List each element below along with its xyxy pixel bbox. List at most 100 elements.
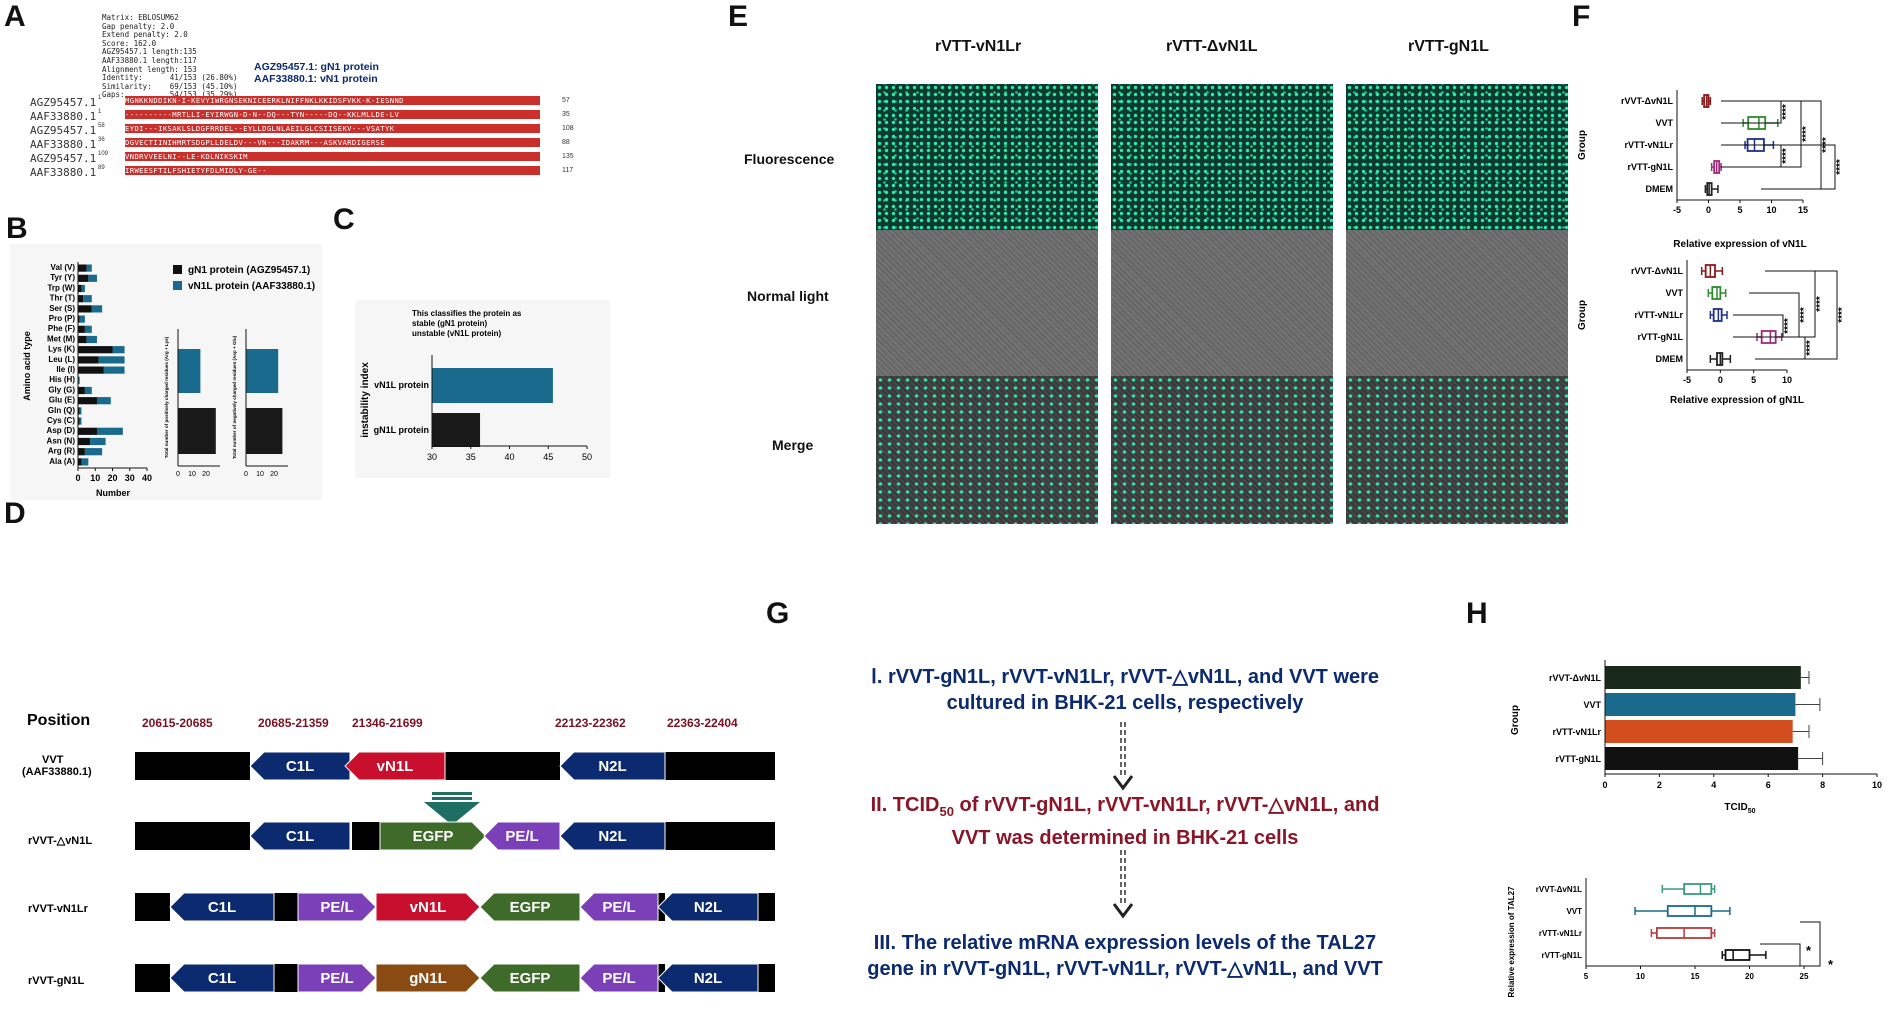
sequence-residues: IRWEESFTILFSHIETYFDLMIDLY-GE-- <box>125 166 540 175</box>
category-label: Met (M) <box>47 334 75 343</box>
bar-gn1 <box>78 305 92 313</box>
step2-sub: 50 <box>939 804 954 819</box>
tcid-bar <box>1605 666 1801 689</box>
workflow-step-3: III. The relative mRNA expression levels… <box>760 930 1490 982</box>
category-label: Val (V) <box>51 263 76 272</box>
panel-label-c: C <box>333 203 355 236</box>
column-header-gn1l: rVTT-gN1L <box>1408 38 1489 55</box>
position-2: 20685-21359 <box>258 716 329 730</box>
param-line: Identity: 41/153 (26.80%) <box>102 73 238 83</box>
x-tick-label: -5 <box>1673 205 1681 215</box>
gene-n2l-label: N2L <box>598 758 626 775</box>
bar-vn1l <box>79 315 85 323</box>
fluorescence-image <box>876 84 1098 230</box>
gene-n2l-label: N2L <box>598 828 626 845</box>
construct-gn1l: rVVT-gN1L <box>28 975 85 987</box>
x-tick-label: 0 <box>1602 780 1607 790</box>
sig-stars: **** <box>1781 104 1792 120</box>
sequence-name: AAF33880.1 <box>30 166 97 179</box>
bar-vn1l <box>112 346 125 354</box>
construct-vvt-sub: (AAF33880.1) <box>22 766 92 778</box>
category-label: VVT <box>1655 118 1673 128</box>
x-tick-label: 20 <box>270 471 278 478</box>
x-tick-label: 10 <box>90 473 100 483</box>
normal-light-image <box>1346 230 1568 376</box>
bar-vn1l <box>103 366 125 374</box>
bar-gn1 <box>78 458 82 466</box>
genome-segment <box>665 822 775 850</box>
category-label: rVVT-ΔvN1L <box>1549 673 1601 683</box>
category-label: VVT <box>1583 700 1601 710</box>
workflow-step-1: Ⅰ. rVVT-gN1L, rVVT-vN1Lr, rVVT-△vN1L, an… <box>760 664 1490 716</box>
sequence-name: AAF33880.1 <box>30 110 97 123</box>
position-3: 21346-21699 <box>352 716 423 730</box>
gene-c1l-shape <box>249 821 351 851</box>
box <box>1666 905 1713 917</box>
bar-vn1l <box>84 448 103 456</box>
genome-segment <box>135 752 250 780</box>
image-column-delta <box>1111 84 1333 524</box>
normal-light-image <box>1111 230 1333 376</box>
bar-gn1 <box>78 407 80 415</box>
bar-vn1l <box>86 335 97 344</box>
category-label: Leu (L) <box>48 355 75 364</box>
x-tick-label: 10 <box>256 471 264 478</box>
step2-text-a: II. TCID <box>870 794 940 816</box>
x-axis-title-sub: 50 <box>1748 808 1756 815</box>
sequence-end: 88 <box>562 139 570 146</box>
merge-image <box>876 376 1098 524</box>
construct-vvt: VVT <box>42 754 64 766</box>
genome-segment <box>274 964 298 992</box>
panel-label-a: A <box>4 0 26 33</box>
box <box>1724 949 1751 961</box>
legend-swatch-gn1 <box>173 265 182 274</box>
step1-line2: cultured in BHK-21 cells, respectively <box>946 692 1304 714</box>
bar-gn1 <box>78 437 91 446</box>
gene-c1l-shape <box>169 892 275 922</box>
genome-segment <box>758 893 775 921</box>
param-line: AGZ95457.1 length:135 <box>102 47 197 57</box>
x-tick-label: 10 <box>1636 972 1645 981</box>
sequence-residues: ----------MRTLLI-EYIRWGN-D-N--DQ---TYN--… <box>125 110 540 119</box>
y-axis-title: Group <box>1510 705 1521 735</box>
x-tick-label: 5 <box>1584 972 1589 981</box>
row-label-fluorescence: Fluorescence <box>744 151 835 167</box>
bar-gn1 <box>78 448 85 456</box>
category-label: VVT <box>1665 288 1683 298</box>
category-label: DMEM <box>1656 354 1684 364</box>
sequence-name: AAF33880.1 <box>30 138 97 151</box>
x-tick-label: 10 <box>188 471 196 478</box>
x-tick-label: 30 <box>125 473 135 483</box>
note-line-3: unstable (vN1L protein) <box>412 329 502 338</box>
gene-egfp-shape <box>379 821 487 851</box>
panel-label-e: E <box>728 0 749 33</box>
category-label: rVVT-ΔvN1L <box>1631 266 1683 276</box>
gene-egfp-label: EGFP <box>413 828 454 845</box>
bar-gn1 <box>78 397 97 405</box>
merge-image <box>1346 376 1568 524</box>
instability-bar <box>432 413 481 447</box>
genome-segment <box>135 893 170 921</box>
gene-gn1l-label: gN1L <box>409 970 447 987</box>
x-tick-label: 10 <box>1782 375 1792 385</box>
legend-text-vn1l: vN1L protein (AAF33880.1) <box>188 281 315 292</box>
bar-gn1 <box>178 408 216 454</box>
sequence-residues: DGVECTIINIHMRTSDGPLLDELDV---VN---IDAKRM-… <box>125 138 540 147</box>
construct-vn1lr: rVVT-vN1Lr <box>28 903 89 915</box>
sig-bracket <box>1755 336 1806 360</box>
workflow-step-2: II. TCID50 of rVVT-gN1L, rVVT-vN1Lr, rVV… <box>760 792 1490 851</box>
note-line-2: stable (gN1 protein) <box>412 319 487 328</box>
gene-egfp-label: EGFP <box>510 899 551 916</box>
category-label: Gly (G) <box>48 385 75 394</box>
param-line: Gap penalty: 2.0 <box>102 21 175 31</box>
gene-pel-shape <box>483 821 561 851</box>
bar-gn1 <box>78 346 113 354</box>
sig-stars: **** <box>1837 307 1848 323</box>
amino-acid-chart: Val (V)Tyr (Y)Trp (W)Thr (T)Ser (S)Pro (… <box>10 244 322 500</box>
param-line: Similarity: 69/153 (45.10%) <box>102 81 238 91</box>
category-label: Arg (R) <box>48 447 75 456</box>
bar-gn1 <box>78 417 80 425</box>
